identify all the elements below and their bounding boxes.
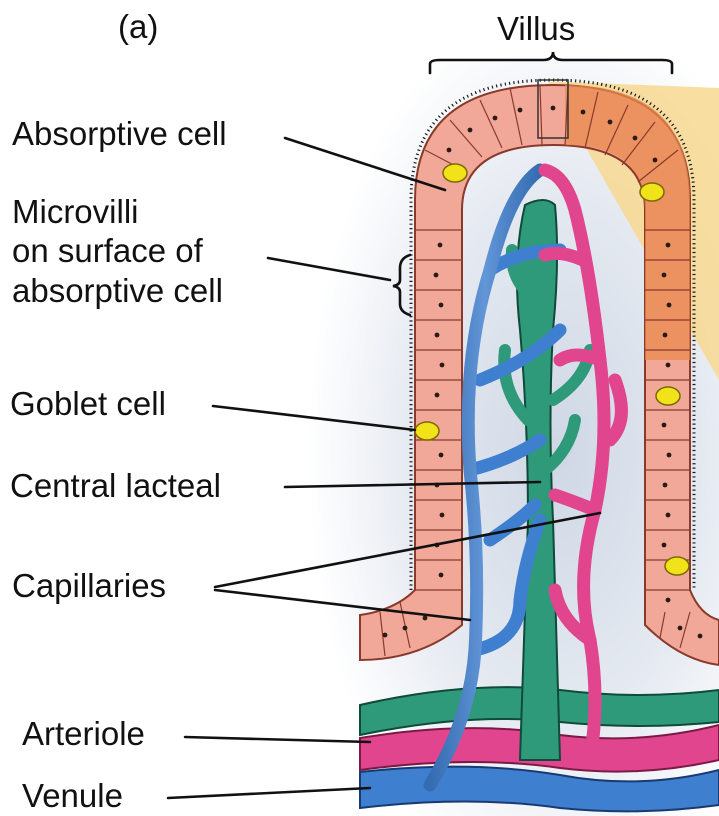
villus-label: Villus — [497, 10, 575, 47]
panel-label: (a) — [118, 8, 158, 45]
arteriole-label: Arteriole — [22, 715, 145, 752]
goblet-cell-label: Goblet cell — [10, 385, 166, 422]
venule-label: Venule — [22, 777, 123, 814]
capillaries-label: Capillaries — [12, 567, 166, 604]
central-lacteal-label: Central lacteal — [10, 467, 221, 504]
microvilli-label-line3: absorptive cell — [12, 272, 223, 309]
microvilli-label-line1: Microvilli — [12, 193, 139, 230]
microvilli-label-line2: on surface of — [12, 232, 204, 269]
absorptive-cell-label: Absorptive cell — [12, 115, 227, 152]
